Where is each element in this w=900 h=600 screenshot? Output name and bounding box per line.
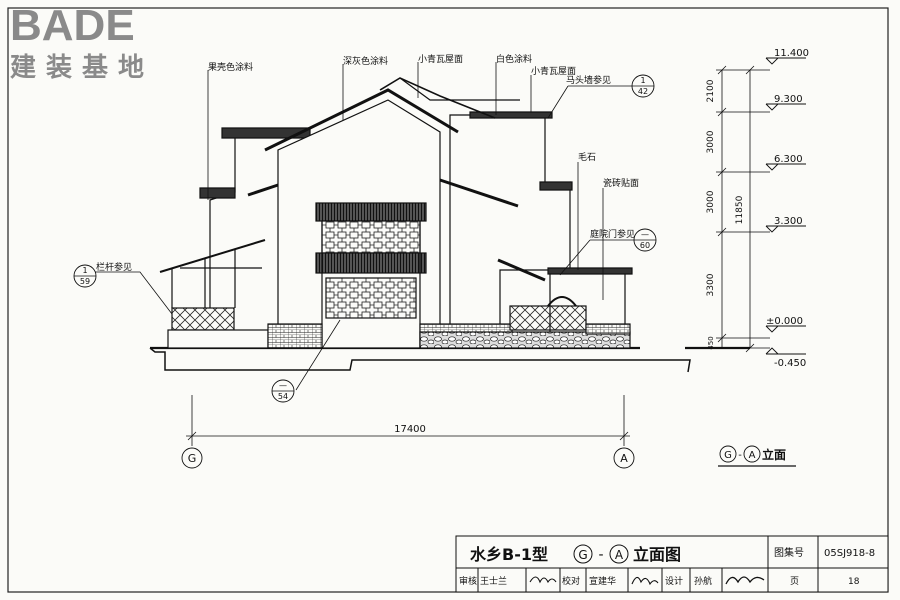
level-6300: 6.300 — [774, 154, 803, 165]
svg-text:-: - — [738, 450, 742, 461]
level-9300: 9.300 — [774, 94, 803, 105]
annotation-leaders — [78, 62, 634, 391]
svg-text:—: — — [641, 230, 649, 239]
svg-text:54: 54 — [278, 392, 288, 401]
svg-text:59: 59 — [80, 277, 90, 286]
annotation-white-paint: 白色涂料 — [496, 53, 532, 65]
annotation-railing: 栏杆参见 — [96, 261, 132, 273]
checker-name: 宣建华 — [589, 575, 616, 587]
bade-logo: BADE 建装基地 — [10, 1, 154, 82]
dim-total-height: 11850 — [735, 195, 745, 224]
svg-text:1: 1 — [640, 76, 645, 85]
svg-text:A: A — [620, 452, 628, 465]
logo-brand: BADE — [10, 1, 135, 50]
svg-text:G: G — [188, 452, 197, 465]
svg-text:—: — — [279, 381, 287, 390]
title-axis-a: A — [615, 548, 624, 562]
level-markers — [765, 57, 806, 355]
level-3300: 3.300 — [774, 216, 803, 227]
design-label: 设计 — [665, 575, 683, 587]
annotation-horse-head-wall: 马头墙参见 — [566, 74, 611, 86]
svg-text:A: A — [749, 450, 756, 461]
designer-signature — [725, 576, 765, 585]
annotation-small-tile-roof-1: 小青瓦屋面 — [418, 53, 463, 65]
dim-2100: 2100 — [706, 79, 716, 102]
reviewer-name: 王士兰 — [480, 575, 507, 587]
ground-line — [149, 346, 750, 373]
detail-ref-59[interactable]: 1 59 — [73, 264, 97, 288]
title-prefix: 水乡B-1型 — [470, 545, 548, 564]
checker-signature — [631, 576, 659, 586]
title-dash: - — [598, 547, 603, 563]
level-11400: 11.400 — [774, 48, 809, 59]
title-axis-g: G — [578, 548, 587, 562]
building-elevation — [159, 77, 633, 349]
annotation-tile-facing: 瓷砖贴面 — [603, 177, 639, 189]
detail-ref-42[interactable]: 1 42 — [631, 74, 655, 98]
annotation-courtyard-gate: 庭院门参见 — [590, 228, 635, 240]
sheet-border — [7, 7, 889, 593]
horizontal-dimension — [186, 395, 630, 446]
dim-450: 450 — [707, 336, 715, 349]
review-label: 审核 — [459, 575, 477, 587]
annotation-small-tile-roof-2: 小青瓦屋面 — [531, 65, 576, 77]
annotation-fruit-shell: 果壳色涂料 — [208, 61, 253, 73]
dim-17400: 17400 — [394, 424, 426, 435]
svg-text:42: 42 — [638, 87, 648, 96]
designer-name: 孙航 — [694, 575, 712, 587]
level-0000: ±0.000 — [766, 316, 803, 327]
detail-ref-54[interactable]: — 54 — [271, 379, 295, 403]
page-number: 18 — [848, 577, 860, 587]
dim-3000-upper: 3000 — [706, 130, 716, 153]
svg-text:立面: 立面 — [762, 447, 786, 462]
annotation-dark-gray: 深灰色涂料 — [343, 55, 388, 67]
reviewer-signature — [529, 576, 557, 584]
atlas-label: 图集号 — [774, 546, 804, 559]
level-minus-0450: -0.450 — [774, 358, 806, 369]
logo-tagline: 建装基地 — [10, 52, 154, 82]
check-label: 校对 — [562, 575, 580, 587]
title-suffix: 立面图 — [633, 545, 681, 564]
svg-text:G: G — [724, 450, 732, 461]
view-label: G - A 立面 — [718, 445, 796, 467]
page-label: 页 — [790, 576, 799, 587]
dim-3000-lower: 3000 — [706, 190, 716, 213]
axis-bubble-a: A — [613, 447, 635, 469]
axis-bubble-g: G — [181, 447, 203, 469]
atlas-number: 05SJ918-8 — [824, 548, 875, 559]
svg-text:1: 1 — [82, 266, 87, 275]
title-block — [455, 535, 889, 593]
detail-ref-60[interactable]: — 60 — [633, 228, 657, 252]
annotation-rubble: 毛石 — [578, 151, 596, 163]
vertical-dimensions — [716, 65, 770, 353]
dim-3300: 3300 — [706, 273, 716, 296]
svg-text:60: 60 — [640, 241, 650, 250]
